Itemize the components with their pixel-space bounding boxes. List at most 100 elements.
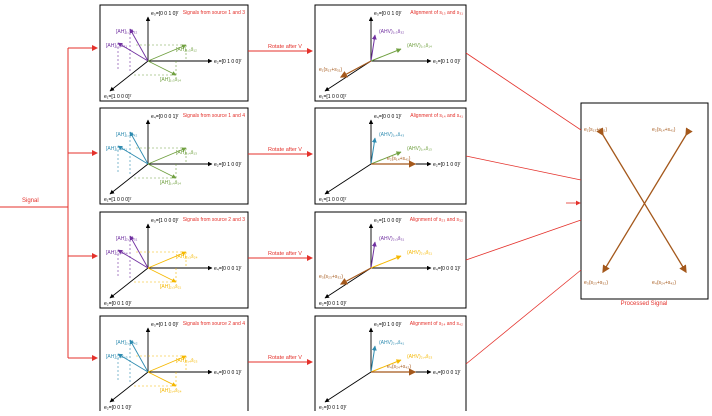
rotate-label-2: Rotate after V <box>268 147 302 153</box>
left-axis-diag-2 <box>109 163 149 195</box>
rotate-label-1: Rotate after V <box>268 44 302 50</box>
left-axis-right-label-3: e₄=[0 0 0 1]ᵀ <box>214 266 243 272</box>
right-vector-label-3-2: e₂(s₁₄+s₄₁) <box>387 156 411 162</box>
output-vector-e2-e3 <box>602 127 693 274</box>
output-label-e3: e₃(s₂₃+s₃₂) <box>584 280 608 286</box>
merge-line-3 <box>465 219 582 261</box>
left-panel-title-4: Signals from source 2 and 4 <box>183 321 245 327</box>
left-vector-label-3-1: [AH]₁,₃š₁₂ <box>176 47 197 53</box>
left-vector-label-3-4: [AH]₂,₄š₂₃ <box>176 358 198 364</box>
output-label-e2: e₂(s₁₄+s₄₁) <box>652 127 676 133</box>
rotate-label-4: Rotate after V <box>268 355 302 361</box>
left-vector-label-4-1: [AH]₁,₃š₁₄ <box>160 77 181 83</box>
right-vector-aligned-3 <box>339 267 372 285</box>
left-vector-b2-1 <box>147 60 177 76</box>
left-vector-a1-4 <box>129 339 149 373</box>
right-axis-right-label-2: e₂=[0 1 0 0]ᵀ <box>433 162 462 168</box>
left-vector-a2-4 <box>117 353 149 373</box>
row-2: e₄=[0 0 0 1]ᵀ e₂=[0 1 0 0]ᵀ e₁=[1 0 0 0]ᵀ S… <box>99 107 582 205</box>
left-vector-a2-3 <box>117 249 149 269</box>
right-axis-right-label-1: e₂=[0 1 0 0]ᵀ <box>433 59 462 65</box>
right-vector-label-1-3: (AHV)₂,₃š₃₁ <box>379 236 405 242</box>
right-vector-a-1 <box>370 34 377 62</box>
left-panel-2 <box>99 107 249 205</box>
left-vector-a2-1 <box>117 42 149 62</box>
left-vector-label-1-4: [AH]₂,₄š₄₂ <box>116 340 138 346</box>
left-vector-b1-4 <box>147 355 187 373</box>
left-axis-diag-4 <box>109 371 149 403</box>
left-vector-label-1-3: [AH]₂,₃š₃₁ <box>116 236 138 242</box>
left-axis-bottom-label-1: e₁=[1 0 0 0]ᵀ <box>104 94 132 100</box>
left-vector-label-4-3: [AH]₂,₃š₂₁ <box>160 284 182 290</box>
right-axis-right-label-3: e₄=[0 0 0 1]ᵀ <box>433 266 462 272</box>
left-vector-b1-2 <box>147 147 187 165</box>
right-vector-b-2 <box>370 151 402 165</box>
right-axis-diag-1 <box>324 60 372 92</box>
right-panel-title-1: Alignment of s₁₃ and s₃₁ <box>410 10 463 16</box>
left-panel-4 <box>99 315 249 413</box>
right-axis-up-label-1: e₃=[0 0 1 0]ᵀ <box>374 11 403 17</box>
left-panel-title-2: Signals from source 1 and 4 <box>183 113 245 119</box>
row-4: e₃=[0 1 0 0]ᵀ e₄=[0 0 0 1]ᵀ e₂=[0 0 1 0]ᵀS… <box>99 269 582 413</box>
left-axis-bottom-label-2: e₁=[1 0 0 0]ᵀ <box>104 197 132 203</box>
right-vector-label-1-1: (AHV)₁,₃š₃₂ <box>379 29 404 35</box>
left-axis-up-label-4: e₃=[0 1 0 0]ᵀ <box>151 322 180 328</box>
left-vector-a1-3 <box>129 235 149 269</box>
right-vector-aligned-1 <box>339 60 372 78</box>
right-vector-label-2-4: (AHV)₂,₄š₂₃ <box>407 354 432 360</box>
row-1: e₃=[0 0 1 0]ᵀe₂=[0 1 0 0]ᵀe₁=[1 0 0 0]ᵀS… <box>99 4 582 131</box>
left-vector-a1-2 <box>129 131 149 165</box>
output-label-e4: e₄(s₂₄+s₄₂) <box>652 280 676 286</box>
right-vector-label-1-2: (AHV)₁,₄š₄₃ <box>379 132 404 138</box>
left-vector-a1-1 <box>129 28 149 62</box>
right-vector-label-3-3: e₃(s₂₃+s₃₂) <box>319 274 343 280</box>
left-panel-title-1: Signals from source 1 and 3 <box>183 10 245 16</box>
rows-layer: e₃=[0 0 1 0]ᵀe₂=[0 1 0 0]ᵀe₁=[1 0 0 0]ᵀS… <box>99 4 582 413</box>
right-vector-label-2-3: (AHV)₂,₃š₂₁ <box>407 250 432 256</box>
left-panel-title-3: Signals from source 2 and 3 <box>183 217 245 223</box>
left-panel-3 <box>99 211 249 309</box>
left-axis-bottom-label-3: e₂=[0 0 1 0]ᵀ <box>104 301 133 307</box>
left-axis-right-label-2: e₂=[0 1 0 0]ᵀ <box>214 162 243 168</box>
right-axis-bottom-label-1: e₁=[1 0 0 0]ᵀ <box>319 94 347 100</box>
left-vector-label-4-4: [AH]₂,₄š₂₄ <box>160 388 182 394</box>
right-vector-b-4 <box>370 359 402 373</box>
signal-label: Signal <box>22 198 39 204</box>
right-vector-a-2 <box>370 137 377 165</box>
right-axis-up-label-3: e₃=[1 0 0 0]ᵀ <box>374 218 403 224</box>
left-vector-b2-4 <box>147 371 177 387</box>
left-axis-diag-3 <box>109 267 149 299</box>
right-axis-up-label-4: e₃=[0 1 0 0]ᵀ <box>374 322 403 328</box>
right-panel-title-4: Alignment of s₂₄ and s₄₂ <box>410 321 463 327</box>
right-axis-diag-2 <box>324 163 372 195</box>
right-vector-label-3-4: e₄(s₂₄+s₄₂) <box>387 364 411 370</box>
right-vector-b-3 <box>370 255 402 269</box>
processed-signal-label: Processed Signal <box>621 301 668 307</box>
merge-line-1 <box>465 52 582 131</box>
left-axis-right-label-4: e₄=[0 0 0 1]ᵀ <box>214 370 243 376</box>
left-axis-right-label-1: e₂=[0 1 0 0]ᵀ <box>214 59 243 65</box>
right-vector-a-3 <box>370 241 377 269</box>
output-label-e1: e₁(s₁₃+s₃₁) <box>584 127 607 133</box>
left-vector-label-2-4: [AH]₂,₄š₄₃ <box>106 354 128 360</box>
left-vector-b2-3 <box>147 267 177 283</box>
merge-line-2 <box>465 155 582 181</box>
right-panel-title-3: Alignment of s₂₃ and s₃₂ <box>410 217 463 223</box>
right-vector-a-4 <box>370 345 377 373</box>
right-axis-diag-3 <box>324 267 372 299</box>
row-3: e₃=[1 0 0 0]ᵀ e₄=[0 0 0 1]ᵀ e₂=[0 0 1 0]ᵀ S… <box>99 211 582 309</box>
right-axis-up-label-2: e₄=[0 0 0 1]ᵀ <box>374 114 403 120</box>
left-vector-label-1-2: [AH]₁,₄š₄₂ <box>116 132 137 138</box>
right-vector-label-1-4: (AHV)₂,₄š₄₁ <box>379 340 405 346</box>
left-vector-label-2-1: [AH]₁,₃š₃₁ <box>106 43 127 49</box>
right-vector-label-2-1: (AHV)₁,₃š₁₄ <box>407 43 432 49</box>
left-vector-label-2-3: [AH]₂,₃š₃₄ <box>106 250 128 256</box>
left-axis-up-label-1: e₃=[0 0 1 0]ᵀ <box>151 11 180 17</box>
right-vector-b-1 <box>370 48 402 62</box>
left-vector-b1-3 <box>147 251 187 269</box>
left-vector-b2-2 <box>147 163 177 179</box>
rotate-label-3: Rotate after V <box>268 251 302 257</box>
right-axis-bottom-label-3: e₂=[0 0 1 0]ᵀ <box>319 301 348 307</box>
